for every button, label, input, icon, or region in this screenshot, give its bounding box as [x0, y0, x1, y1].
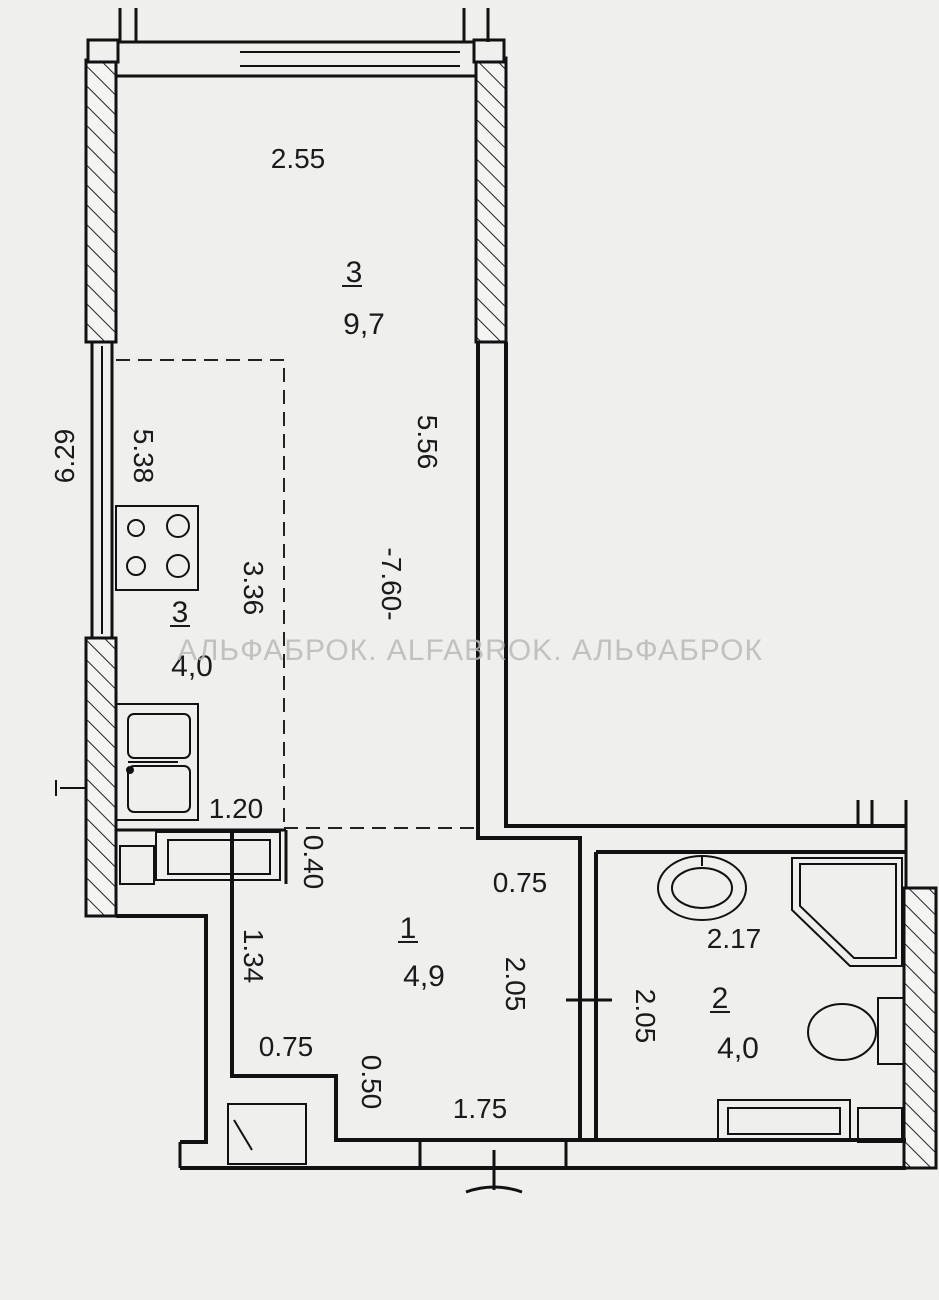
bathtub-icon: [717, 1099, 903, 1143]
dim-living-length: 5.56: [412, 415, 443, 470]
shower-icon: [791, 857, 903, 967]
dim-outer-left: 6.29: [49, 429, 80, 484]
watermark: АЛЬФАБРОК. ALFABROK. АЛЬФАБРОК: [177, 634, 763, 667]
dim-hall-bottom-left: 0.75: [259, 1031, 314, 1062]
left-window: [90, 340, 114, 640]
room-labels: 3 9,7 3 4,0 1 4,9 2 4,0: [170, 256, 759, 1065]
walls: [116, 342, 908, 1170]
dim-top-width: 2.55: [271, 143, 326, 174]
dim-kitchen-length: 5.38: [128, 429, 159, 484]
right-wall-bath: [902, 886, 938, 1170]
shelf-icon: [227, 1103, 307, 1165]
room-3-number: 3: [346, 256, 363, 289]
dim-hall-height: 2.05: [500, 957, 531, 1012]
right-wall-upper: [474, 56, 508, 344]
left-wall-upper: [84, 58, 118, 344]
stove-icon: [115, 505, 199, 591]
left-wall-lower: [84, 636, 118, 918]
dim-kitchen-width: 3.36: [238, 561, 269, 616]
bath-area: 4,0: [717, 1032, 759, 1065]
windows: [86, 8, 506, 640]
hall-number: 1: [400, 912, 417, 945]
dim-hall-left: 1.34: [238, 929, 269, 984]
dim-total-length: -7.60-: [376, 547, 407, 620]
cabinet-icon: [119, 831, 281, 885]
bath-sink-icon: [657, 855, 747, 921]
zone-lines: [116, 359, 478, 829]
hall-area: 4,9: [403, 960, 445, 993]
dim-hall-step: 0.50: [356, 1055, 387, 1110]
kitchen-sink-icon: [115, 703, 199, 821]
dim-hall-bottom: 1.75: [453, 1093, 508, 1124]
dim-hall-right-top: 0.75: [493, 867, 548, 898]
dim-bath-width: 2.17: [707, 923, 762, 954]
dim-hall-gap: 0.40: [298, 835, 329, 890]
bath-number: 2: [712, 982, 729, 1015]
dim-kitchen-end: 1.20: [209, 793, 264, 824]
kitchen-number: 3: [172, 596, 189, 629]
fixtures: [55, 505, 905, 1194]
kitchen-area: 4,0: [171, 650, 213, 683]
room-3-area: 9,7: [343, 308, 385, 341]
dim-bath-height: 2.05: [630, 989, 661, 1044]
dimension-labels: 2.55 5.56 -7.60- 5.38 3.36 6.29 1.20 0.4…: [49, 143, 761, 1124]
toilet-icon: [807, 997, 905, 1065]
